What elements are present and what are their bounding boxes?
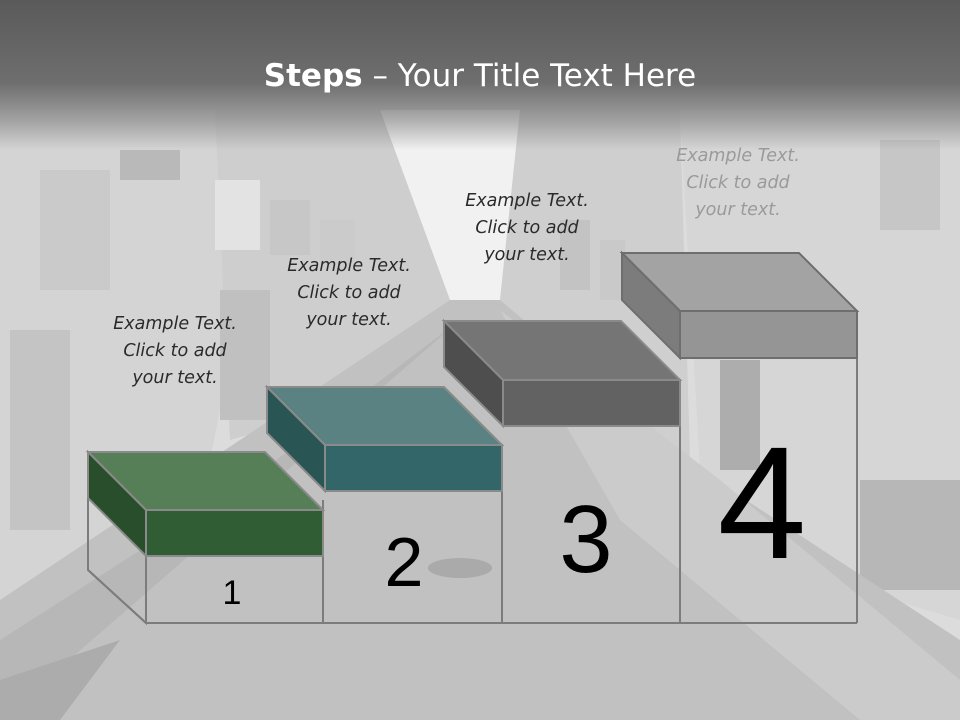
step-2-caption[interactable]: Example Text. Click to add your text. — [254, 253, 444, 334]
step-4-block[interactable] — [619, 250, 860, 361]
step-1-front-face — [145, 509, 324, 557]
step-2-front-face — [324, 444, 503, 492]
title-bold-text: Steps — [263, 58, 363, 94]
caption-line: Example Text. — [465, 191, 589, 211]
caption-line: your text. — [132, 368, 218, 388]
step-2-number: 2 — [385, 523, 424, 601]
step-1-caption[interactable]: Example Text. Click to add your text. — [80, 311, 270, 392]
step-4-caption[interactable]: Example Text. Click to add your text. — [643, 143, 833, 224]
caption-line: your text. — [695, 200, 781, 220]
step-3-block[interactable] — [441, 318, 683, 429]
step-3-number: 3 — [559, 486, 612, 593]
title-rest-text: – Your Title Text Here — [362, 58, 697, 94]
step-3-front-face — [502, 379, 681, 427]
caption-line: Click to add — [475, 218, 579, 238]
title-bar — [0, 0, 960, 150]
step-4-number: 4 — [718, 413, 807, 592]
step-1-block[interactable] — [85, 449, 326, 559]
caption-line: Click to add — [297, 283, 401, 303]
step-3-caption[interactable]: Example Text. Click to add your text. — [432, 188, 622, 269]
slide-title[interactable]: Steps – Your Title Text Here — [0, 56, 960, 96]
step-1-number: 1 — [223, 574, 242, 612]
caption-line: Click to add — [123, 341, 227, 361]
caption-line: Example Text. — [113, 314, 237, 334]
step-4-front-face — [679, 310, 858, 359]
caption-line: Example Text. — [676, 146, 800, 166]
caption-line: your text. — [306, 310, 392, 330]
step-2-block[interactable] — [264, 384, 505, 494]
caption-line: your text. — [484, 245, 570, 265]
caption-line: Click to add — [686, 173, 790, 193]
caption-line: Example Text. — [287, 256, 411, 276]
